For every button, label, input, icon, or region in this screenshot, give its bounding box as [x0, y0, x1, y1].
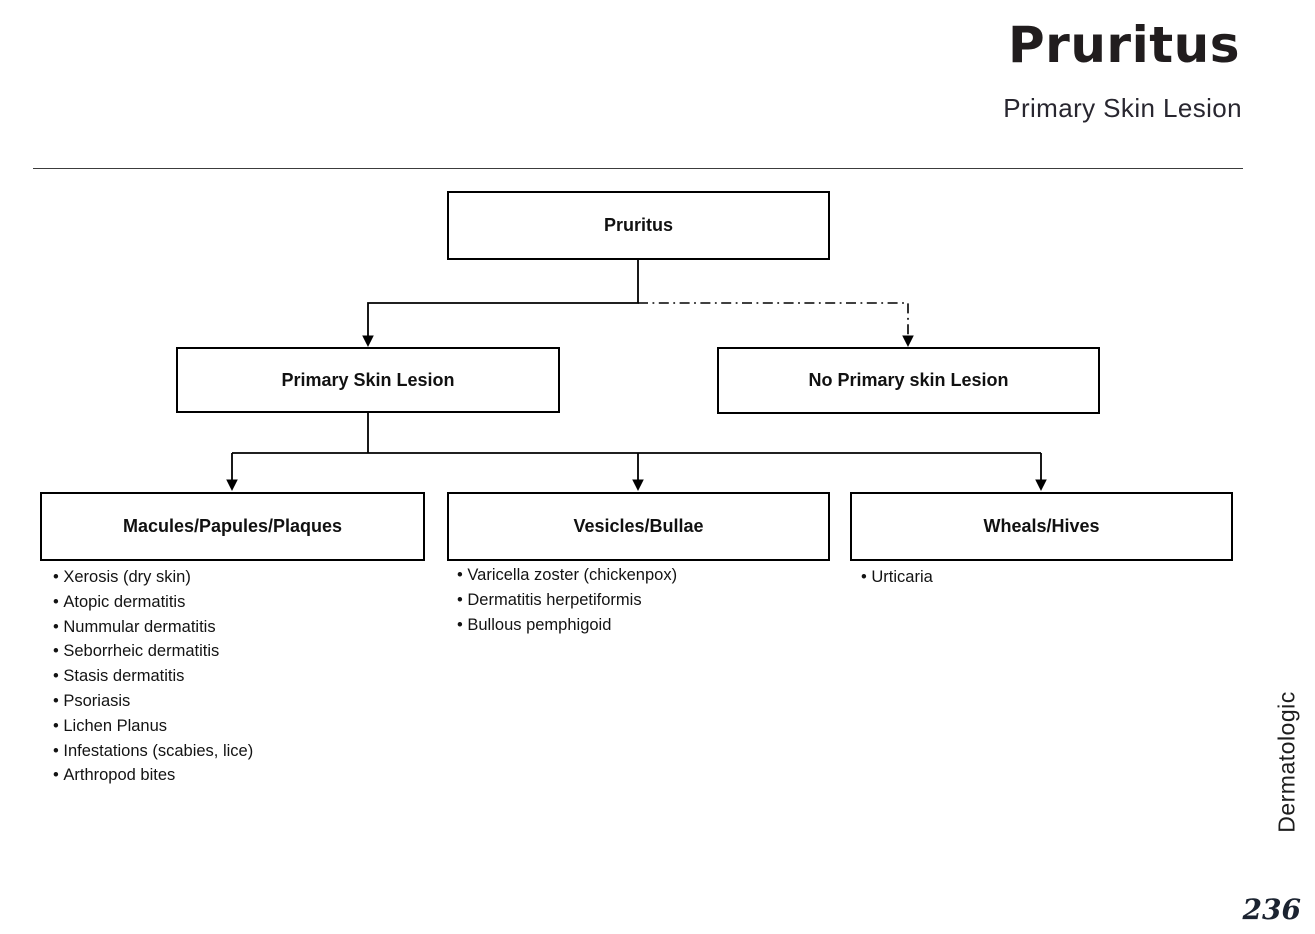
list-item: Arthropod bites — [53, 763, 253, 788]
node-vesicles-bullae-label: Vesicles/Bullae — [573, 516, 704, 536]
list-item: Seborrheic dermatitis — [53, 639, 253, 664]
list-item: Stasis dermatitis — [53, 664, 253, 689]
header-divider — [33, 168, 1243, 169]
node-no-primary-skin-lesion-label: No Primary skin Lesion — [808, 370, 1009, 390]
connector-primary-to-categories — [231, 413, 1042, 484]
page-number: 236 — [1242, 893, 1301, 926]
arrow-down-icon — [362, 335, 374, 347]
page-title: Pruritus — [1008, 16, 1240, 74]
connector-root-to-noprimary — [638, 302, 909, 338]
arrow-down-icon — [902, 335, 914, 347]
chapter-side-label: Dermatologic — [1273, 691, 1300, 833]
list-item: Infestations (scabies, lice) — [53, 739, 253, 764]
wheals-item-list: Urticaria — [861, 565, 932, 590]
node-no-primary-skin-lesion: No Primary skin Lesion — [717, 347, 1100, 414]
list-item: Atopic dermatitis — [53, 590, 253, 615]
list-item: Varicella zoster (chickenpox) — [457, 563, 677, 588]
arrow-down-icon — [1035, 479, 1047, 491]
node-pruritus-label: Pruritus — [603, 215, 673, 235]
node-vesicles-bullae: Vesicles/Bullae — [447, 492, 830, 561]
node-wheals-hives: Wheals/Hives — [850, 492, 1233, 561]
list-item: Lichen Planus — [53, 714, 253, 739]
node-primary-skin-lesion-label: Primary Skin Lesion — [281, 369, 455, 390]
page-subtitle: Primary Skin Lesion — [1003, 93, 1242, 123]
list-item: Dermatitis herpetiformis — [457, 588, 677, 613]
connector-root-to-primary — [367, 260, 639, 340]
vesicles-item-list: Varicella zoster (chickenpox) Dermatitis… — [457, 563, 677, 637]
arrow-down-icon — [632, 479, 644, 491]
list-item: Xerosis (dry skin) — [53, 565, 253, 590]
node-macules-papules-plaques-label: Macules/Papules/Plaques — [122, 516, 343, 536]
node-macules-papules-plaques: Macules/Papules/Plaques — [40, 492, 425, 561]
node-wheals-hives-label: Wheals/Hives — [983, 516, 1100, 536]
list-item: Psoriasis — [53, 689, 253, 714]
list-item: Bullous pemphigoid — [457, 613, 677, 638]
node-pruritus: Pruritus — [447, 191, 830, 260]
arrow-down-icon — [226, 479, 238, 491]
node-primary-skin-lesion: Primary Skin Lesion — [176, 347, 560, 413]
list-item: Urticaria — [861, 565, 932, 590]
macules-item-list: Xerosis (dry skin) Atopic dermatitis Num… — [53, 565, 253, 788]
list-item: Nummular dermatitis — [53, 615, 253, 640]
